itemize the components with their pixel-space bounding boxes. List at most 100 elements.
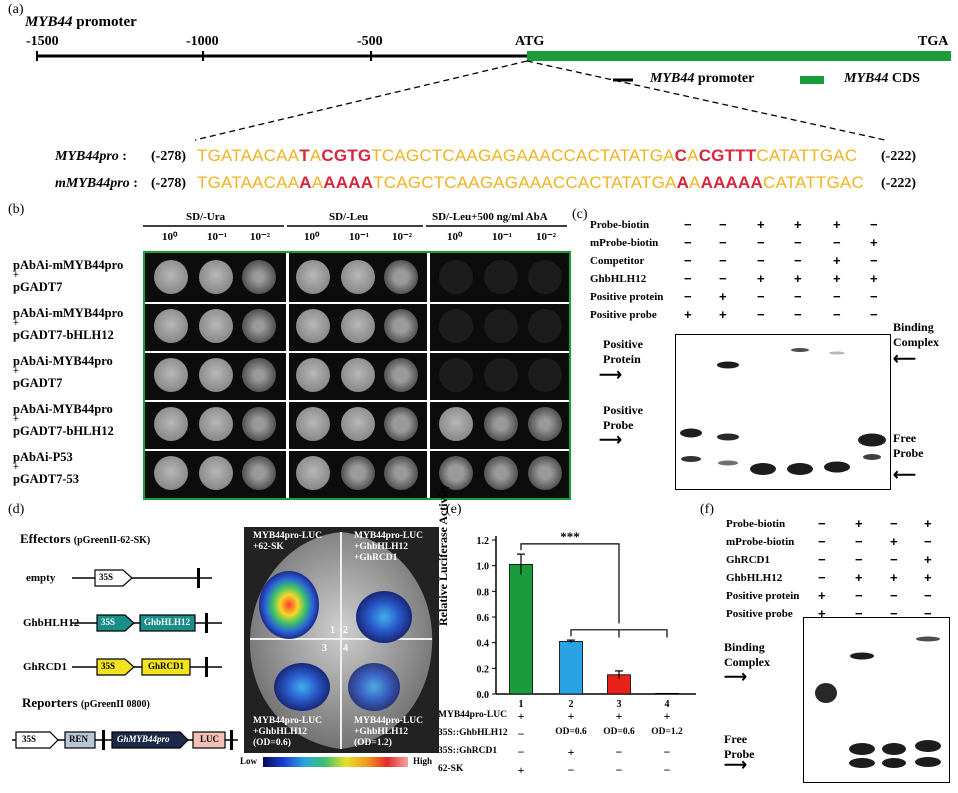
condition-mark: −: [890, 516, 898, 531]
medium-ura: SD/-Ura: [186, 211, 226, 223]
yeast-spot: [199, 260, 233, 294]
yeast-spot: [484, 358, 518, 392]
panel-a-title: MYB44 promoter: [25, 14, 137, 31]
bar-1: [509, 563, 533, 695]
y-tick-label: 0.6: [477, 613, 490, 624]
condition-mark: −: [794, 289, 802, 304]
leaf-q4-label: MYB44pro-LUC +GhbHLH12 (OD=1.2): [354, 716, 423, 748]
wt_seq-segment: CGTG: [321, 146, 372, 165]
row-label-line: pAbAi-P53: [13, 450, 73, 464]
dilution-label: 10⁻²: [536, 231, 557, 243]
yeast-spot: [484, 407, 518, 441]
condition-name: Positive protein: [590, 291, 664, 303]
condition-name: 35S::GhRCD1: [438, 746, 498, 756]
dilution-label: 10⁰: [447, 231, 463, 243]
yeast-spot: [242, 407, 276, 441]
box-35s-rep: 35S: [22, 734, 37, 744]
condition-mark: +: [567, 709, 575, 723]
condition-mark: +: [924, 516, 932, 531]
condition-mark: +: [615, 709, 623, 723]
wt_seq-segment: T: [299, 146, 310, 165]
condition-mark: −: [833, 235, 841, 250]
condition-mark: −: [833, 289, 841, 304]
gel-band: [915, 757, 941, 767]
yeast-row-label: pAbAi-mMYB44pro+pGADT7: [13, 258, 123, 294]
yeast-spot: [484, 260, 518, 294]
condition-mark: −: [855, 552, 863, 567]
legend-promoter: MYB44 promoter: [650, 71, 754, 87]
box-35s-bhlh: 35S: [101, 617, 116, 627]
condition-mark: +: [663, 709, 671, 723]
c-right-bot-2: Probe: [893, 446, 924, 460]
mut-end: (-222): [881, 176, 916, 191]
mut_seq-segment: A: [311, 173, 324, 192]
emsa-c-bands: [680, 348, 886, 475]
gel-band: [863, 454, 881, 460]
condition-mark: +: [890, 534, 898, 549]
medium-leu: SD/-Leu: [329, 211, 369, 223]
gel-band: [815, 683, 837, 703]
yeast-row-label: pAbAi-MYB44pro+pGADT7-bHLH12: [13, 402, 114, 438]
dilution-label: 10⁰: [162, 231, 178, 243]
leaf-q1-label: MYB44pro-LUC +62-SK: [253, 531, 322, 552]
gel-band: [882, 743, 906, 755]
panel-a-letter: (a): [8, 2, 24, 17]
row-label-line: +: [13, 414, 19, 425]
yeast-spot: [528, 456, 562, 490]
condition-mark: +: [517, 763, 525, 777]
condition-name: Positive probe: [726, 608, 793, 620]
medium-aba: SD/-Leu+500 ng/ml AbA: [432, 211, 548, 223]
panel-d-letter: (d): [8, 502, 25, 517]
condition-mark: −: [855, 534, 863, 549]
condition-mark: −: [924, 588, 932, 603]
yeast-spot: [154, 260, 188, 294]
dilution-label: 10⁰: [304, 231, 320, 243]
condition-mark: −: [757, 307, 765, 322]
dilution-label: 10⁻¹: [207, 231, 228, 243]
condition-mark: −: [818, 570, 826, 585]
row-label-line: pGADT7-bHLH12: [13, 328, 114, 342]
bar-4: [655, 692, 679, 695]
yeast-spot: [439, 309, 473, 343]
y-tick-label: 0.8: [477, 587, 490, 598]
row-label-line: +: [13, 318, 19, 329]
box-ren: REN: [69, 734, 89, 744]
condition-mark: +: [567, 745, 575, 759]
leaf-q3-label: MYB44pro-LUC +GhbHLH12 (OD=0.6): [253, 716, 322, 748]
yeast-spot: [484, 309, 518, 343]
effectors-label: Effectors: [20, 531, 71, 546]
gel-band: [916, 636, 940, 642]
title-gene: MYB44: [25, 14, 73, 30]
gel-band: [718, 460, 738, 466]
construct-bhlh12: GhbHLH12: [23, 617, 80, 629]
yeast-spot: [296, 358, 330, 392]
panel-c-letter: (c): [572, 207, 588, 222]
yeast-spot: [242, 309, 276, 343]
reporters-title: Reporters (pGreenII 0800): [22, 695, 150, 711]
yeast-spot: [384, 407, 418, 441]
box-bhlh12: GhbHLH12: [144, 617, 191, 627]
row-label-line: pAbAi-mMYB44pro: [13, 306, 124, 320]
x-tick-label: 2: [569, 699, 574, 710]
significance-bracket: [570, 629, 668, 638]
c-right-top-1: Binding: [893, 320, 934, 334]
legend-cds: MYB44 CDS: [844, 71, 920, 87]
gel-band: [829, 351, 845, 355]
yeast-plate-grid: [143, 251, 571, 500]
wt-colon: :: [122, 149, 127, 164]
yeast-spot: [296, 407, 330, 441]
condition-name: mProbe-biotin: [726, 536, 795, 548]
condition-mark: +: [684, 307, 692, 322]
box-35s-empty: 35S: [99, 572, 114, 582]
condition-mark: −: [757, 235, 765, 250]
row-label-line: +: [13, 462, 19, 473]
mut_seq-segment: AAAA: [323, 173, 374, 192]
condition-mark: +: [719, 289, 727, 304]
condition-mark: −: [684, 235, 692, 250]
c-left-top-1: Positive: [603, 337, 643, 351]
mut_seq-segment: A: [676, 173, 690, 192]
condition-mark: OD=0.6: [603, 727, 635, 737]
wt_seq-segment: TCAGCTCAAGAGAAACCACTATATGA: [371, 146, 675, 165]
